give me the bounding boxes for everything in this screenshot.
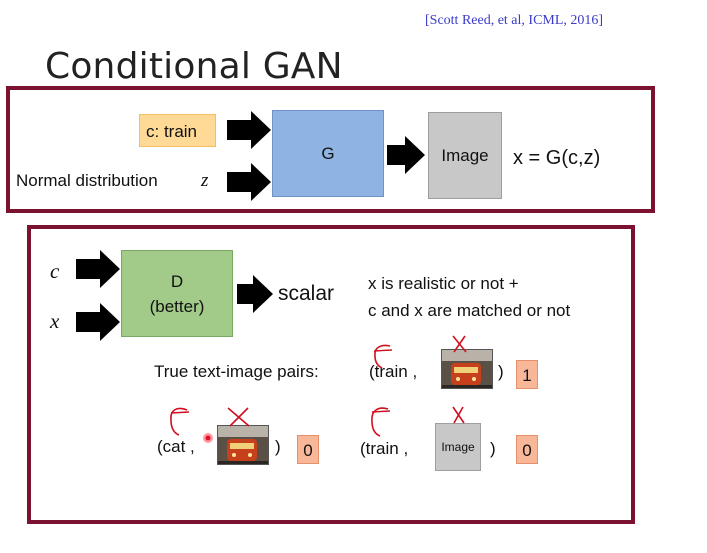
citation: [Scott Reed, et al, ICML, 2016] (425, 13, 604, 28)
train-image-pair-open: (train , (360, 439, 409, 458)
noise-variable: z (201, 170, 209, 191)
generated-image-block: Image (428, 112, 502, 199)
generator-label: G (321, 143, 335, 163)
generator-formula: x = G(c,z) (513, 147, 601, 169)
generated-image-thumbnail: Image (435, 423, 481, 471)
discriminator-frame (27, 225, 635, 524)
train-image-pair-close: ) (490, 439, 496, 458)
cat-pair-close: ) (275, 437, 281, 456)
train-photo (441, 349, 493, 389)
arrow-icon (76, 250, 120, 288)
description-line: c and x are matched or not (368, 301, 571, 320)
arrow-icon (237, 275, 273, 313)
arrow-icon (227, 111, 271, 149)
discriminator-description: x is realistic or not + c and x are matc… (368, 270, 570, 324)
slide-title: Conditional GAN (45, 46, 343, 87)
discriminator-block: D (better) (121, 250, 233, 337)
input-x: x (50, 309, 60, 333)
score-box: 0 (516, 435, 538, 464)
noise-label: Normal distribution (16, 171, 158, 190)
arrow-icon (76, 303, 120, 341)
generated-image-label: Image (441, 145, 489, 165)
scalar-output: scalar (278, 282, 335, 305)
annotation-c-mark (170, 407, 190, 436)
input-c: c (50, 259, 60, 283)
condition-box: c: train (139, 114, 216, 147)
generator-block: G (272, 110, 384, 197)
arrow-icon (387, 136, 425, 174)
train-photo (217, 425, 269, 465)
cursor-dot-icon (203, 433, 213, 443)
annotation-x-mark (452, 335, 467, 353)
annotation-c-mark (371, 407, 391, 437)
true-pair-close: ) (498, 362, 504, 381)
arrow-icon (227, 163, 271, 201)
pairs-label: True text-image pairs: (154, 362, 319, 381)
score-box: 0 (297, 435, 319, 464)
thumbnail-label: Image (441, 440, 475, 454)
discriminator-sublabel: (better) (149, 296, 205, 316)
annotation-x-mark (452, 406, 465, 424)
score-box: 1 (516, 360, 538, 389)
generator-frame (6, 86, 655, 213)
cat-pair-open: (cat , (157, 437, 195, 456)
discriminator-label: D (170, 271, 184, 291)
annotation-c-mark (373, 344, 393, 369)
annotation-x-mark (227, 407, 250, 427)
description-line: x is realistic or not + (368, 274, 519, 293)
